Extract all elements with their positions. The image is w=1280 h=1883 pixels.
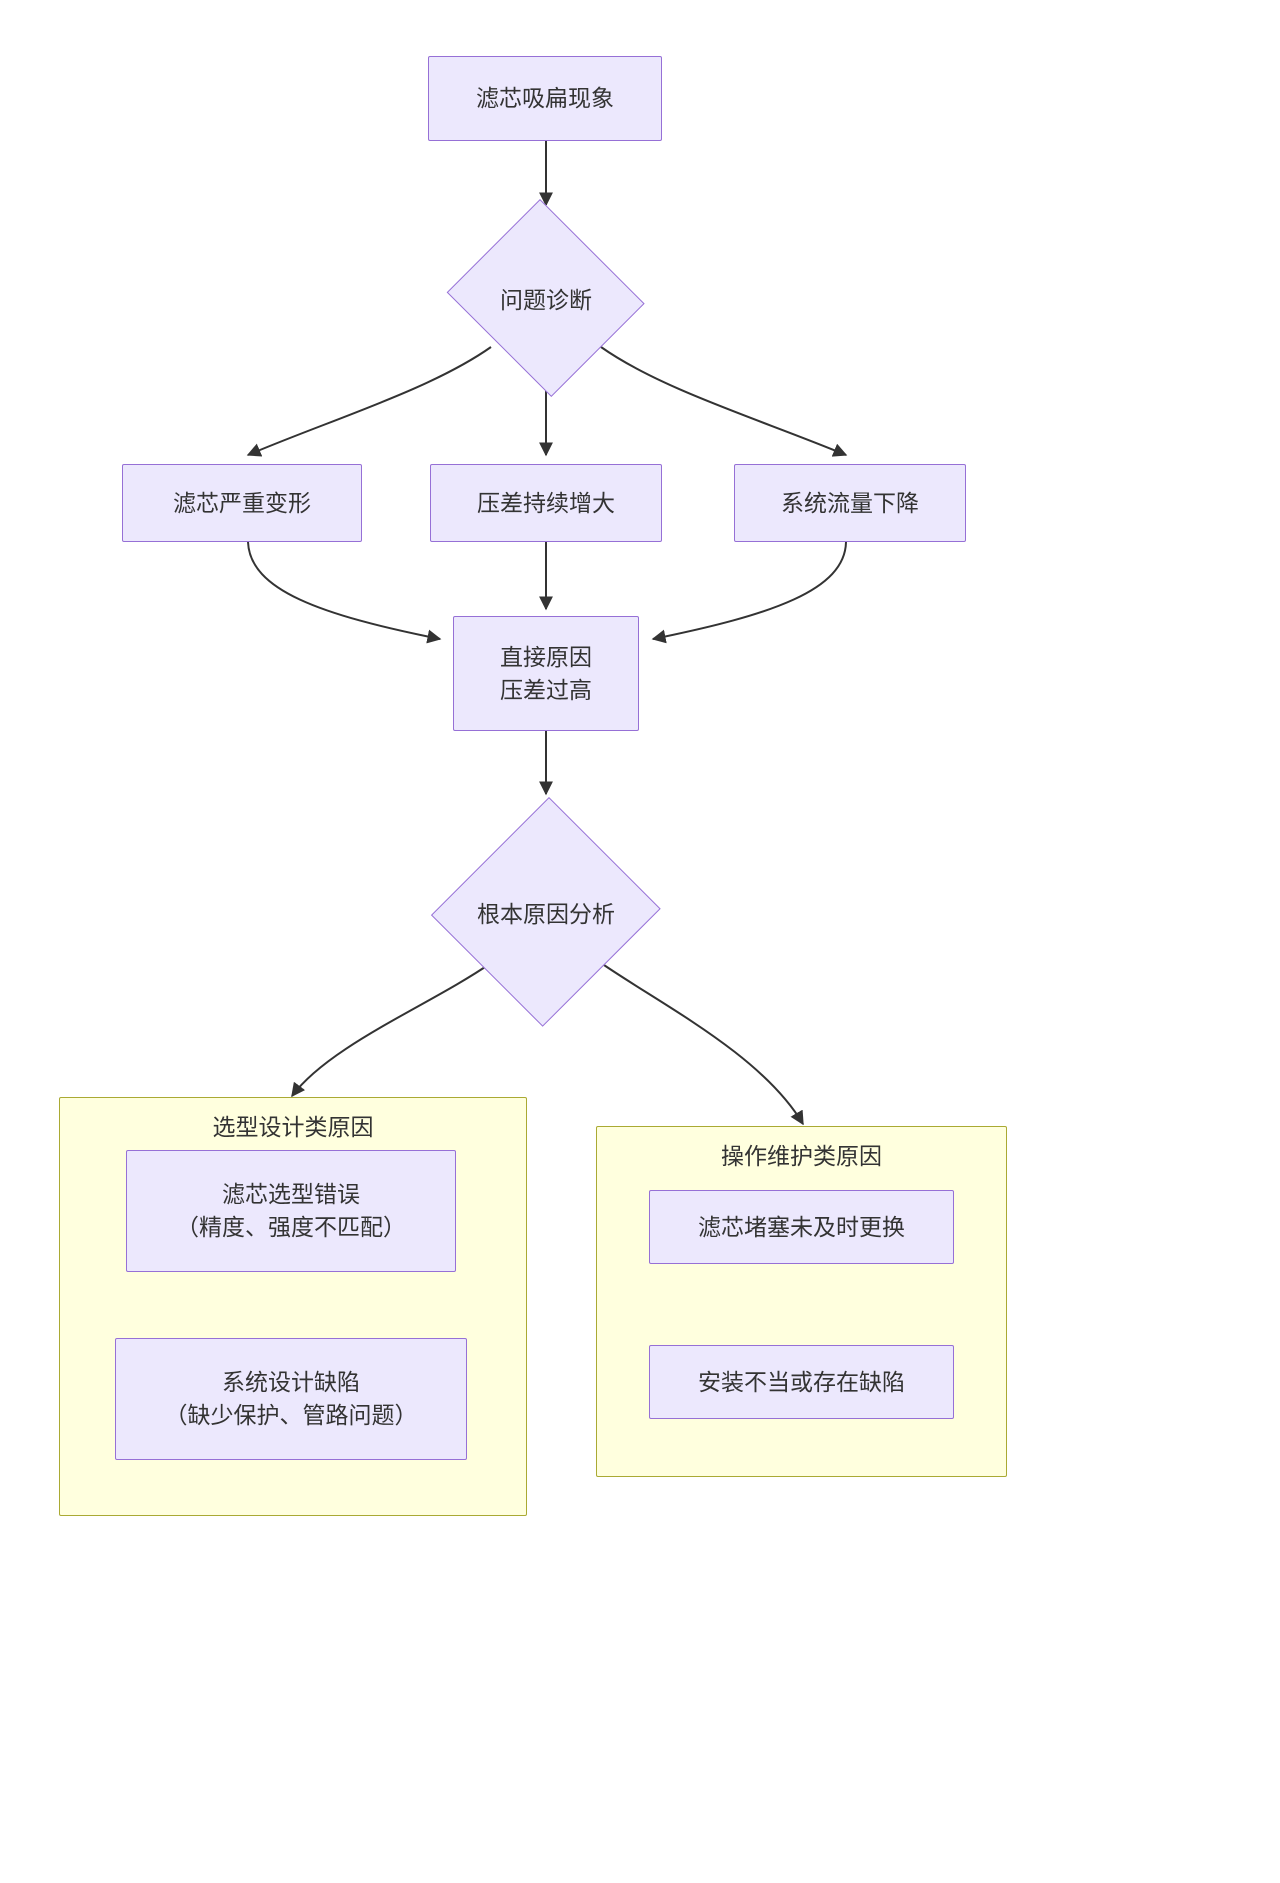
edge-diagnose-flowdrop bbox=[600, 346, 848, 457]
cluster-design-title: 选型设计类原因 bbox=[212, 1114, 374, 1140]
node-clogged-filter[interactable]: 滤芯堵塞未及时更换 bbox=[649, 1190, 954, 1264]
node-direct-cause[interactable]: 直接原因 压差过高 bbox=[453, 616, 639, 731]
node-diagnose[interactable]: 问题诊断 bbox=[441, 199, 651, 397]
node-root-cause-label: 根本原因分析 bbox=[477, 901, 615, 927]
cluster-operation-title: 操作维护类原因 bbox=[721, 1143, 882, 1169]
edge-deform-direct bbox=[247, 541, 442, 644]
node-improper-install[interactable]: 安装不当或存在缺陷 bbox=[649, 1345, 954, 1419]
node-diagnose-label: 问题诊断 bbox=[500, 287, 592, 313]
edge-diagnose-deform bbox=[246, 346, 492, 457]
cluster-operation-causes[interactable]: 操作维护类原因 bbox=[596, 1126, 1007, 1477]
edge-flowdrop-direct bbox=[651, 541, 847, 644]
node-root-cause-analysis[interactable]: 根本原因分析 bbox=[431, 794, 661, 1030]
edge-rootcause-operation bbox=[600, 962, 804, 1126]
node-wrong-selection[interactable]: 滤芯选型错误 （精度、强度不匹配） bbox=[126, 1150, 456, 1272]
edge-rootcause-design bbox=[291, 962, 492, 1098]
node-dp-rise[interactable]: 压差持续增大 bbox=[430, 464, 662, 542]
node-deform[interactable]: 滤芯严重变形 bbox=[122, 464, 362, 542]
node-phenomenon[interactable]: 滤芯吸扁现象 bbox=[428, 56, 662, 141]
node-flow-drop[interactable]: 系统流量下降 bbox=[734, 464, 966, 542]
node-system-defect[interactable]: 系统设计缺陷 （缺少保护、管路问题） bbox=[115, 1338, 467, 1460]
